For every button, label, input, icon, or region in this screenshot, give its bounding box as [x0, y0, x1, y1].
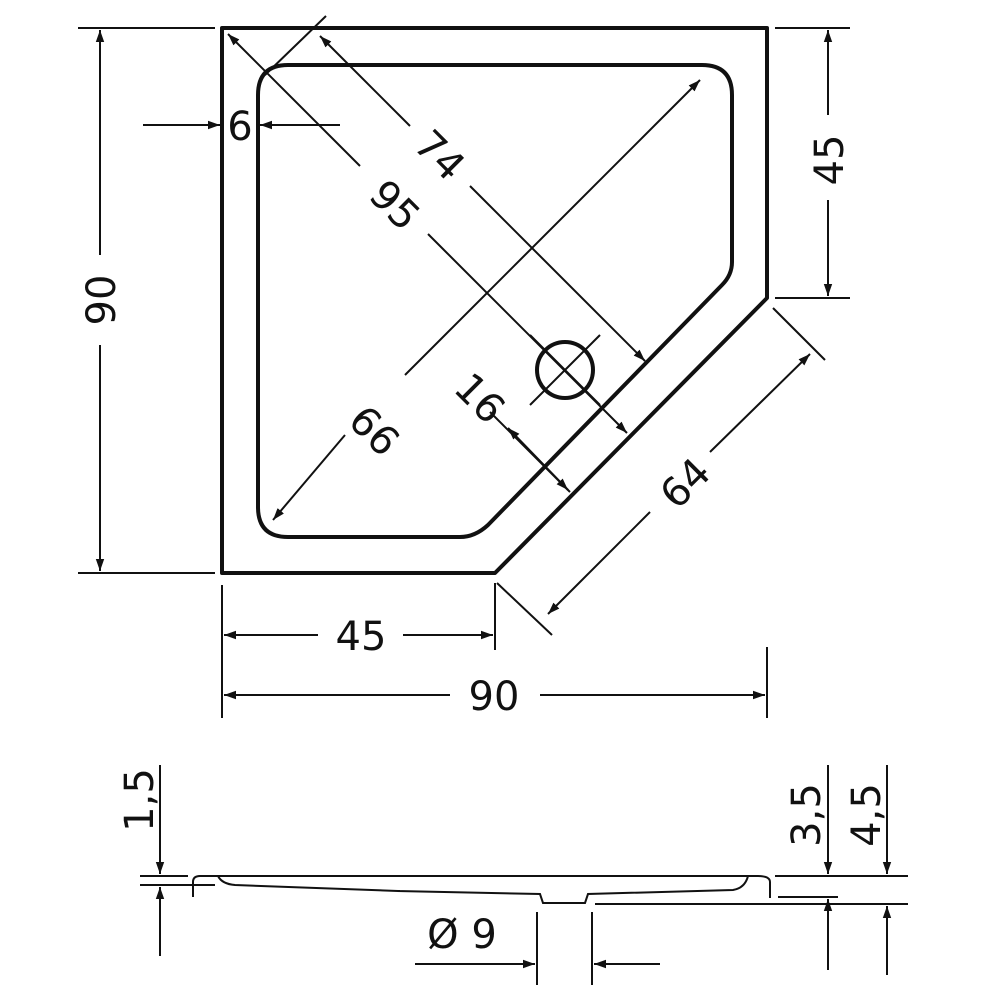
tray-profile [192, 875, 771, 904]
dim-rim-6: 6 [143, 104, 340, 150]
dim-right-45: 45 [775, 27, 853, 299]
svg-text:64: 64 [652, 450, 721, 519]
dim-width-90: 90 [224, 647, 768, 720]
svg-text:95: 95 [360, 172, 429, 241]
svg-text:6: 6 [227, 104, 252, 150]
dim-rim-1-5: 1,5 [117, 765, 215, 956]
tray-outer-outline [220, 26, 769, 575]
dim-angled-64: 64 [496, 307, 826, 636]
svg-text:90: 90 [469, 674, 520, 720]
dim-drain-diameter-9: Ø 9 [415, 912, 660, 985]
dim-height-4-5: 4,5 [595, 765, 908, 975]
svg-text:45: 45 [336, 614, 387, 660]
svg-text:74: 74 [405, 122, 474, 191]
dim-diag-95: 95 [227, 33, 628, 434]
svg-text:1,5: 1,5 [117, 768, 163, 832]
svg-text:Ø 9: Ø 9 [427, 912, 497, 958]
dim-height-3-5: 3,5 [775, 765, 908, 970]
svg-text:45: 45 [807, 135, 853, 186]
dim-height-90: 90 [78, 27, 215, 574]
drain-circle [535, 340, 595, 400]
svg-text:16: 16 [445, 365, 514, 434]
svg-text:99: 99 [342, 395, 411, 464]
svg-text:4,5: 4,5 [844, 783, 890, 847]
tray-inner-basin [256, 63, 734, 539]
svg-text:90: 90 [79, 275, 125, 326]
dim-bottom-45: 45 [221, 583, 496, 718]
svg-text:3,5: 3,5 [784, 783, 830, 847]
dim-diag-74: 74 [264, 15, 646, 362]
dim-diag-99: 99 [272, 79, 701, 521]
